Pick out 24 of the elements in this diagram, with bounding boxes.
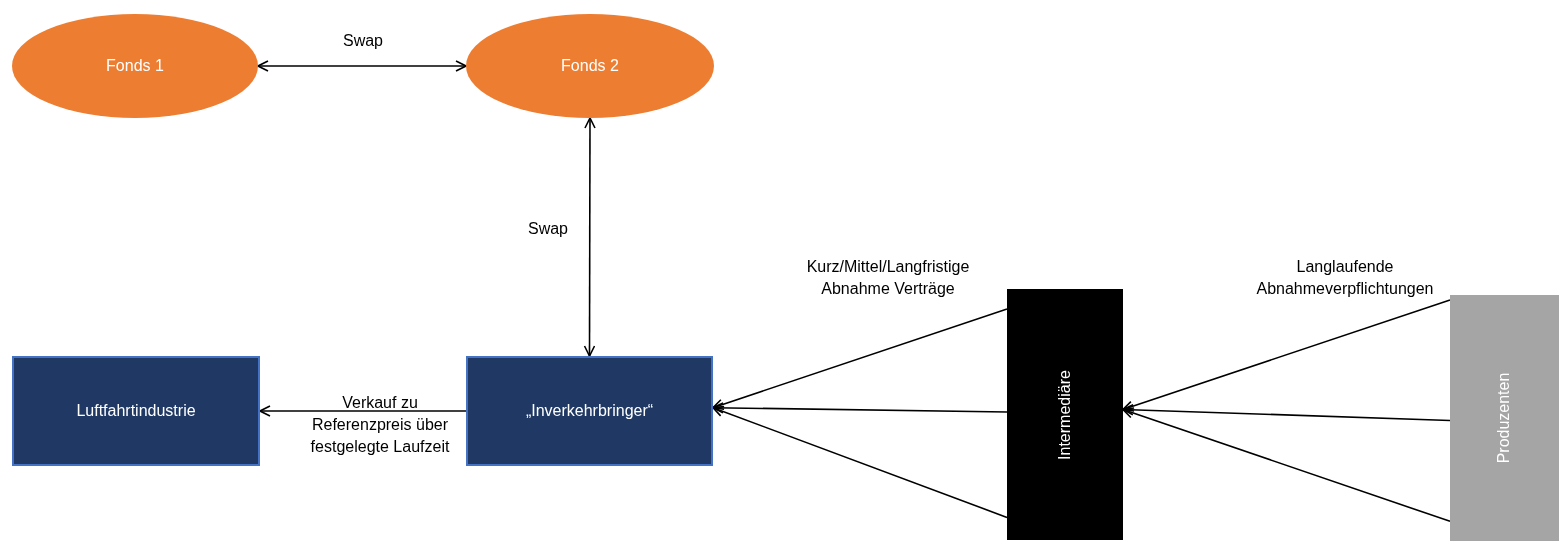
edge-label: Langlaufende Abnahmeverpflichtungen — [1255, 257, 1435, 299]
edge-label: Swap — [342, 31, 384, 51]
arrow — [583, 117, 596, 357]
entity-box — [12, 356, 260, 466]
arrow — [1122, 299, 1451, 412]
arrow — [712, 405, 1008, 519]
node-label: „Inverkehrbringer“ — [525, 401, 654, 421]
edge-label: Verkauf zu Referenzpreis über festgelegte Laufzeit — [309, 393, 451, 457]
edge-label: Kurz/Mittel/Langfristige Abnahme Verträge — [805, 257, 971, 299]
entity-box — [466, 356, 713, 466]
arrow — [259, 405, 467, 417]
arrow — [257, 60, 467, 72]
node-label: Produzenten — [1494, 372, 1514, 464]
intermediary-bar — [1007, 289, 1123, 540]
producer-bar — [1450, 295, 1559, 541]
node-label: Luftfahrtindustrie — [76, 401, 196, 421]
arrow — [712, 308, 1008, 411]
arrow — [1122, 404, 1451, 422]
arrow — [1122, 407, 1451, 523]
node-label: Fonds 1 — [106, 56, 164, 76]
arrow — [712, 402, 1008, 414]
edge-label: Swap — [527, 219, 569, 239]
node-label: Intermediäre — [1055, 369, 1074, 460]
node-label: Fonds 2 — [561, 56, 619, 76]
